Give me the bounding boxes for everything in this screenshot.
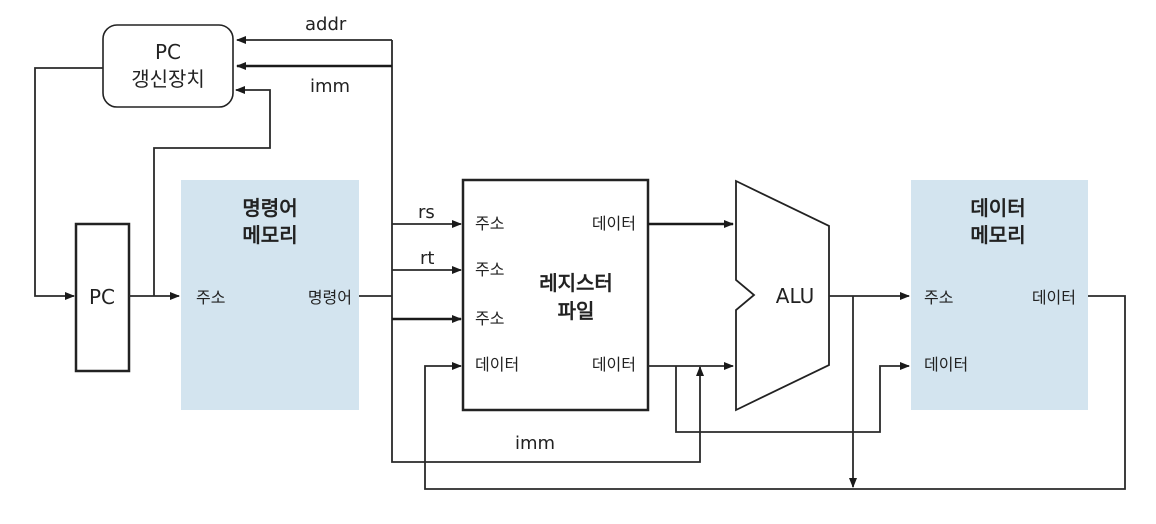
instruction-memory-address-port: 주소 <box>196 288 225 307</box>
register-file-title-2: 파일 <box>558 299 595 323</box>
pc-update-label-2: 갱신장치 <box>131 67 205 91</box>
instruction-memory-title-1: 명령어 <box>242 196 297 220</box>
pc-label: PC <box>89 285 115 309</box>
alu-label: ALU <box>776 284 814 308</box>
wire-pc-feedback-to-update <box>153 86 271 296</box>
register-file-title-1: 레지스터 <box>539 271 613 295</box>
signal-rs-label: rs <box>418 202 435 223</box>
data-memory-title-1: 데이터 <box>970 196 1025 220</box>
register-file-data-in-port: 데이터 <box>475 355 519 374</box>
signal-imm-top-label: imm <box>310 76 350 97</box>
data-memory-data-out-port: 데이터 <box>1032 288 1076 307</box>
register-file-address-port-3: 주소 <box>475 309 504 328</box>
signal-imm-bottom-label: imm <box>515 433 555 454</box>
pc-register <box>74 222 131 373</box>
instruction-memory-title-2: 메모리 <box>242 223 297 247</box>
wire-pc-update-to-pc <box>34 67 103 300</box>
register-file-block <box>461 178 650 412</box>
data-memory-block <box>911 180 1088 410</box>
pc-update-label-1: PC <box>155 40 181 64</box>
instruction-memory-instruction-port: 명령어 <box>308 288 352 307</box>
data-memory-title-2: 메모리 <box>970 223 1025 247</box>
wire-writeback-loop <box>424 295 1126 490</box>
wire-regfile-to-data-memory <box>675 362 910 433</box>
alu-block <box>735 179 830 412</box>
data-memory-data-in-port: 데이터 <box>924 355 968 374</box>
register-file-address-port-1: 주소 <box>475 214 504 233</box>
register-file-address-port-2: 주소 <box>475 260 504 279</box>
data-memory-address-port: 주소 <box>924 288 953 307</box>
wire-instruction-bus-imm <box>391 40 704 463</box>
register-file-data-out-port-2: 데이터 <box>592 355 636 374</box>
register-file-data-out-port-1: 데이터 <box>592 214 636 233</box>
pc-update-unit <box>102 24 234 108</box>
signal-rt-label: rt <box>420 248 434 269</box>
instruction-memory-block <box>181 180 359 410</box>
signal-addr-label: addr <box>305 14 347 35</box>
